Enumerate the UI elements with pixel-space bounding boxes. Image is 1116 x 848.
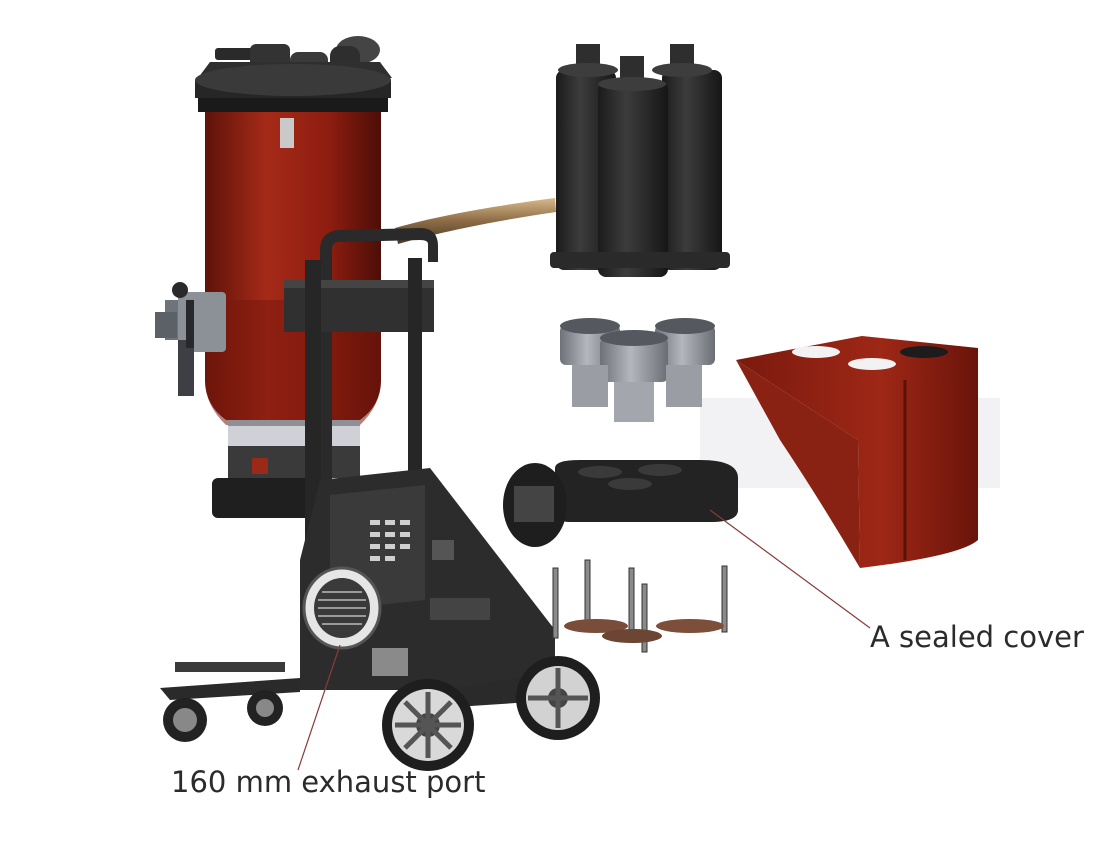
connecting-hose — [395, 198, 556, 244]
filter-canisters — [550, 44, 730, 277]
exhaust-port — [302, 566, 382, 650]
rods-and-gaskets — [552, 559, 728, 653]
wheels — [163, 656, 600, 771]
collector-drum — [155, 36, 392, 518]
exhaust-port-label: 160 mm exhaust port — [171, 765, 486, 799]
exhaust-port-leader-line — [297, 644, 341, 771]
sealed-cover-label: A sealed cover — [870, 620, 1084, 654]
base-plate — [503, 460, 738, 547]
sealed-cover — [736, 336, 978, 568]
filter-cartridges — [560, 318, 715, 422]
sealed-cover-leader-line — [709, 509, 871, 629]
